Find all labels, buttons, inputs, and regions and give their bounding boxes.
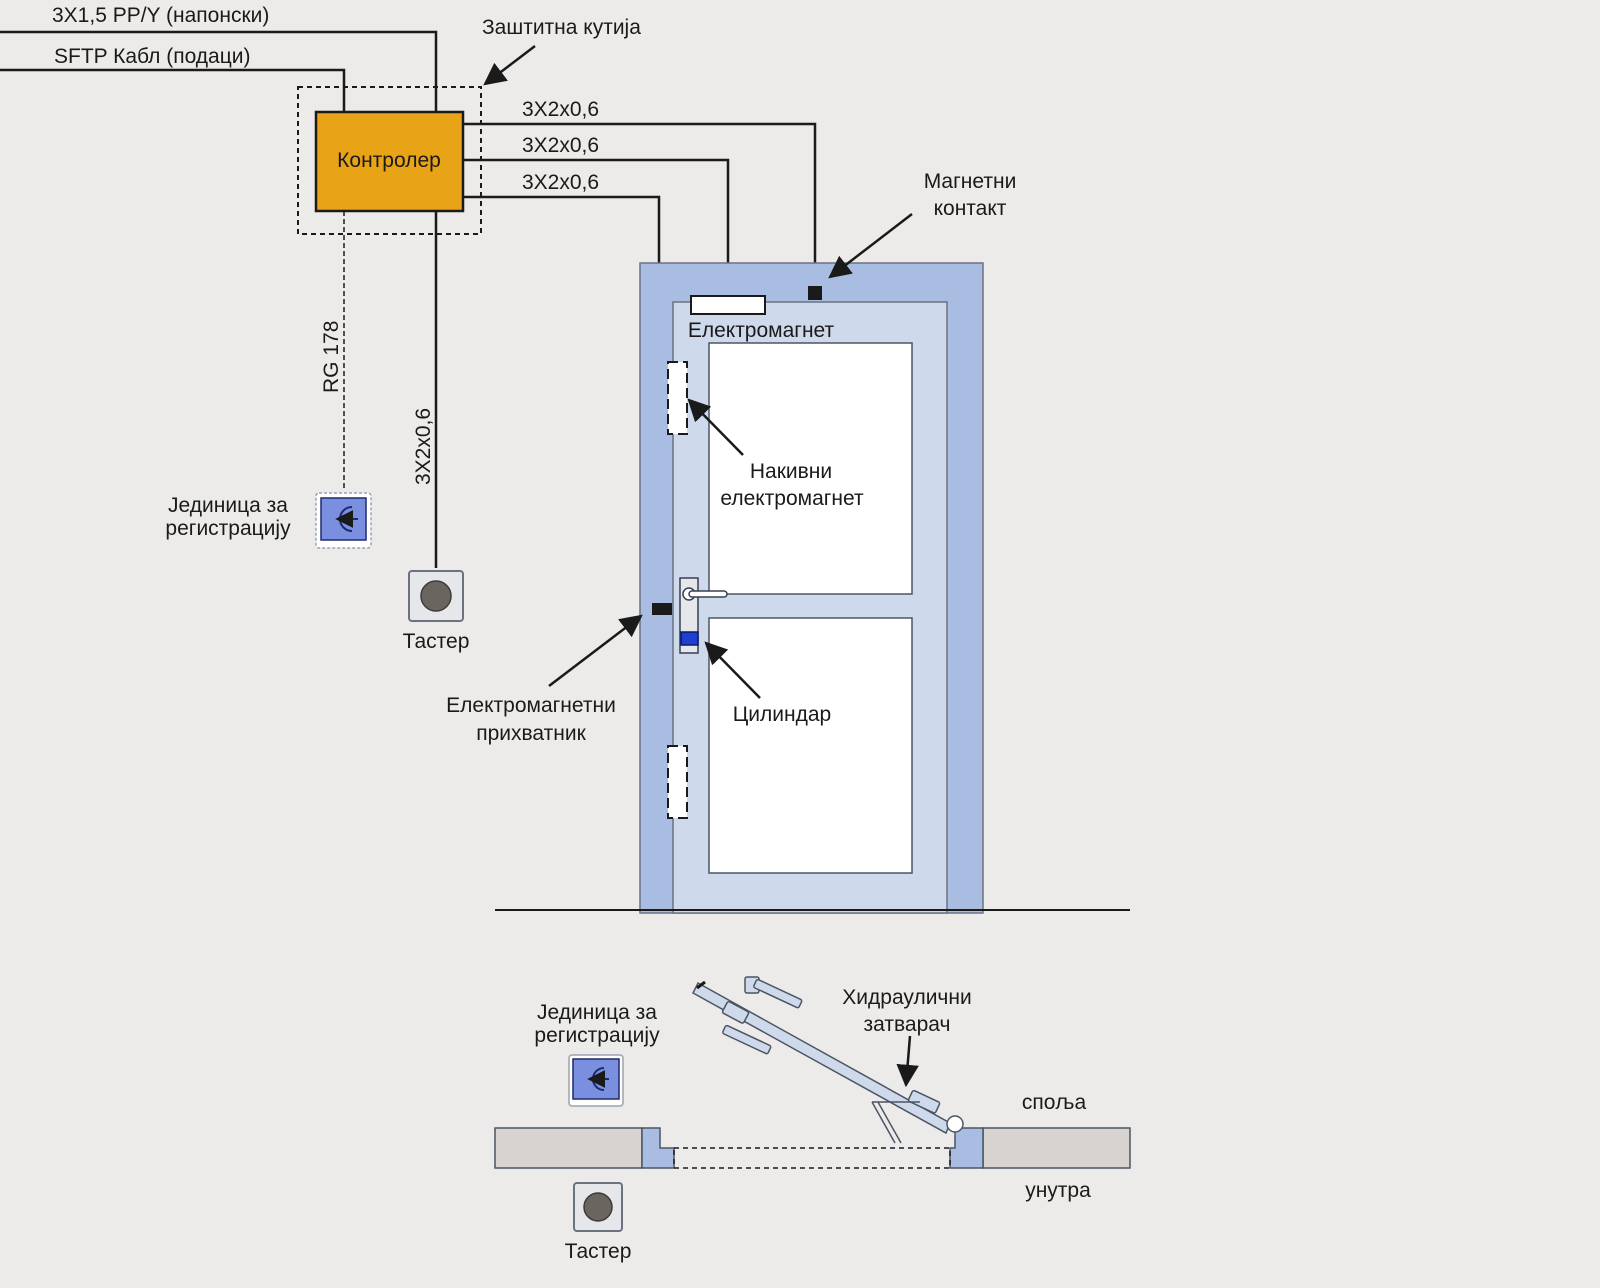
- inside-label: унутра: [1025, 1179, 1091, 1202]
- protective-box-arrow: [483, 45, 536, 86]
- button-label: Тастер: [403, 630, 470, 653]
- surface-electromagnet-lower: [667, 745, 688, 819]
- wall-left: [494, 1127, 643, 1169]
- door-handle-plan: [721, 976, 803, 1055]
- electromagnetic-catch-label-1: Електромагнетни: [446, 694, 616, 717]
- wire-label-1: 3X2x0,6: [522, 98, 599, 121]
- button-wire-label: 3X2x0,6: [412, 408, 435, 485]
- cylinder-label: Цилиндар: [733, 703, 831, 726]
- registration-unit-plan-label-1: Јединица за: [537, 1001, 657, 1024]
- button-plan-label: Тастер: [565, 1240, 632, 1263]
- rg-cable-label: RG 178: [320, 321, 343, 393]
- hydraulic-closer-arrow: [896, 1035, 919, 1088]
- surface-electromagnet-label-2: електромагнет: [720, 487, 864, 510]
- push-button-plan-icon: [573, 1182, 623, 1232]
- electromagnet: [690, 295, 766, 315]
- electromagnetic-catch-arrow: [548, 614, 643, 687]
- controller-label: Контролер: [337, 149, 441, 172]
- cylinder: [680, 631, 699, 646]
- magnetic-contact-label-2: контакт: [934, 197, 1007, 220]
- frame-right: [949, 1127, 984, 1169]
- data-cable-line: [0, 68, 346, 112]
- frame-left: [641, 1127, 675, 1169]
- surface-electromagnet-label-1: Накивни: [750, 460, 832, 483]
- magnetic-contact: [808, 286, 822, 300]
- door-handle: [688, 590, 728, 598]
- electromagnet-label: Електромагнет: [688, 319, 835, 342]
- wire-to-electromagnet: [463, 158, 730, 296]
- open-door-leaf: [692, 980, 964, 1135]
- wire-to-electromagnetic-catch: [463, 195, 661, 604]
- magnetic-contact-arrow: [828, 213, 913, 279]
- registration-unit-plan-label-2: регистрацију: [534, 1024, 660, 1047]
- hydraulic-closer-label-2: затварач: [864, 1013, 951, 1036]
- door-panel-lower: [708, 617, 913, 874]
- protective-box-label: Заштитна кутија: [482, 16, 641, 39]
- electromagnetic-catch: [652, 603, 672, 615]
- wire-label-3: 3X2x0,6: [522, 171, 599, 194]
- magnetic-contact-label-1: Магнетни: [924, 170, 1017, 193]
- wire-label-2: 3X2x0,6: [522, 134, 599, 157]
- data-cable-label: SFTP Кабл (подаци): [54, 45, 250, 68]
- power-cable-label: 3X1,5 PP/Y (напонски): [52, 4, 269, 27]
- wall-right: [982, 1127, 1131, 1169]
- hydraulic-closer-label-1: Хидраулични: [842, 986, 971, 1009]
- push-button-icon: [408, 570, 464, 622]
- power-cable-line: [0, 30, 438, 112]
- card-reader-plan-icon: [568, 1054, 624, 1107]
- surface-electromagnet-upper: [667, 361, 688, 435]
- electromagnetic-catch-label-2: прихватник: [476, 722, 586, 745]
- cylinder-arrow: [704, 641, 761, 699]
- card-reader-icon: [315, 492, 372, 549]
- registration-unit-label-1: Јединица за: [168, 494, 288, 517]
- outside-label: споља: [1022, 1091, 1087, 1114]
- surface-electromagnet-arrow: [687, 398, 744, 456]
- hydraulic-closer: [871, 1089, 941, 1144]
- door-opening: [673, 1147, 951, 1169]
- registration-unit-label-2: регистрацију: [165, 517, 291, 540]
- controller-box: [314, 110, 465, 213]
- wire-to-magnetic-contact: [463, 122, 817, 286]
- door-panel-upper: [708, 342, 913, 595]
